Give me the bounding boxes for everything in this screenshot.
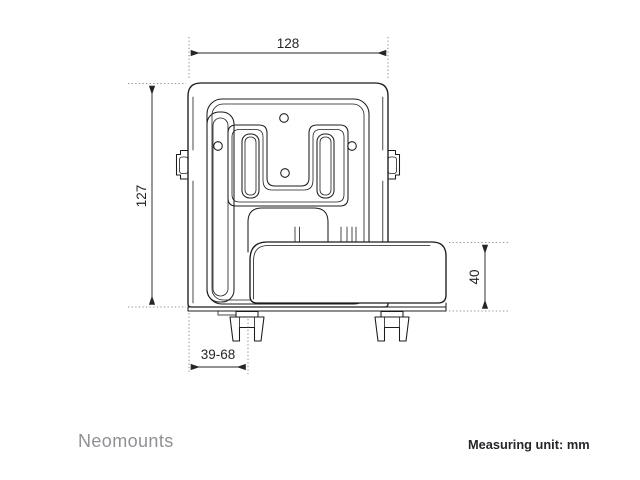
strap-slot-left-inner xyxy=(244,136,257,196)
holder-bevel xyxy=(253,245,431,300)
dimension-left-height-label: 127 xyxy=(134,185,149,208)
screw-hole-top xyxy=(279,113,289,123)
holder-rails xyxy=(294,226,357,243)
side-clip-left-outline xyxy=(175,149,189,180)
plate-edge-thickness xyxy=(192,96,384,304)
foot-left-legs xyxy=(239,317,255,328)
side-clip-left xyxy=(175,149,189,180)
foot-right-body xyxy=(374,316,410,342)
lower-pocket xyxy=(247,207,329,253)
dimension-top-width-label: 128 xyxy=(277,36,300,51)
device-holder xyxy=(249,241,447,304)
vesa-boss xyxy=(227,124,349,207)
side-clip-right xyxy=(387,149,401,180)
strap-slot-right xyxy=(316,133,335,199)
dimension-top-width: 128 xyxy=(188,36,389,80)
dimension-right-extensions xyxy=(449,242,508,312)
cable-channel-slot xyxy=(212,117,229,297)
dimension-bottom-extensions xyxy=(188,313,249,374)
cable-channel-outer xyxy=(206,111,235,303)
foot-right-tab xyxy=(380,310,404,318)
screw-holes xyxy=(213,113,357,178)
side-clip-left-inner xyxy=(179,156,189,174)
dimension-holder-height-label: 40 xyxy=(467,269,482,284)
boss-bevel xyxy=(231,129,345,203)
side-clip-right-inner xyxy=(387,156,397,174)
dimension-left-extensions xyxy=(128,83,186,308)
holder-outline xyxy=(249,241,447,304)
measuring-unit-note: Measuring unit: mm xyxy=(468,437,590,452)
boss-outline xyxy=(227,124,349,207)
foot-clip-right xyxy=(374,310,410,342)
dimension-depth-range: 39-68 xyxy=(188,313,249,374)
foot-clip-left xyxy=(229,310,265,342)
base-strip-lines xyxy=(187,302,447,312)
foot-right-legs xyxy=(384,317,400,328)
brand-logo: Neomounts xyxy=(78,431,174,451)
dimension-depth-range-label: 39-68 xyxy=(201,347,236,362)
screw-hole-center xyxy=(280,168,290,178)
foot-left-tab xyxy=(235,310,259,318)
dimension-left-height: 127 xyxy=(128,83,186,308)
base-strip xyxy=(187,302,447,316)
strap-slot-right-inner xyxy=(319,136,332,196)
screw-hole-left xyxy=(213,141,223,151)
strap-slot-left xyxy=(241,133,260,199)
screw-hole-right xyxy=(347,141,357,151)
dimension-holder-height: 40 xyxy=(449,242,508,312)
side-clip-right-outline xyxy=(387,149,401,180)
foot-left-body xyxy=(229,316,265,342)
